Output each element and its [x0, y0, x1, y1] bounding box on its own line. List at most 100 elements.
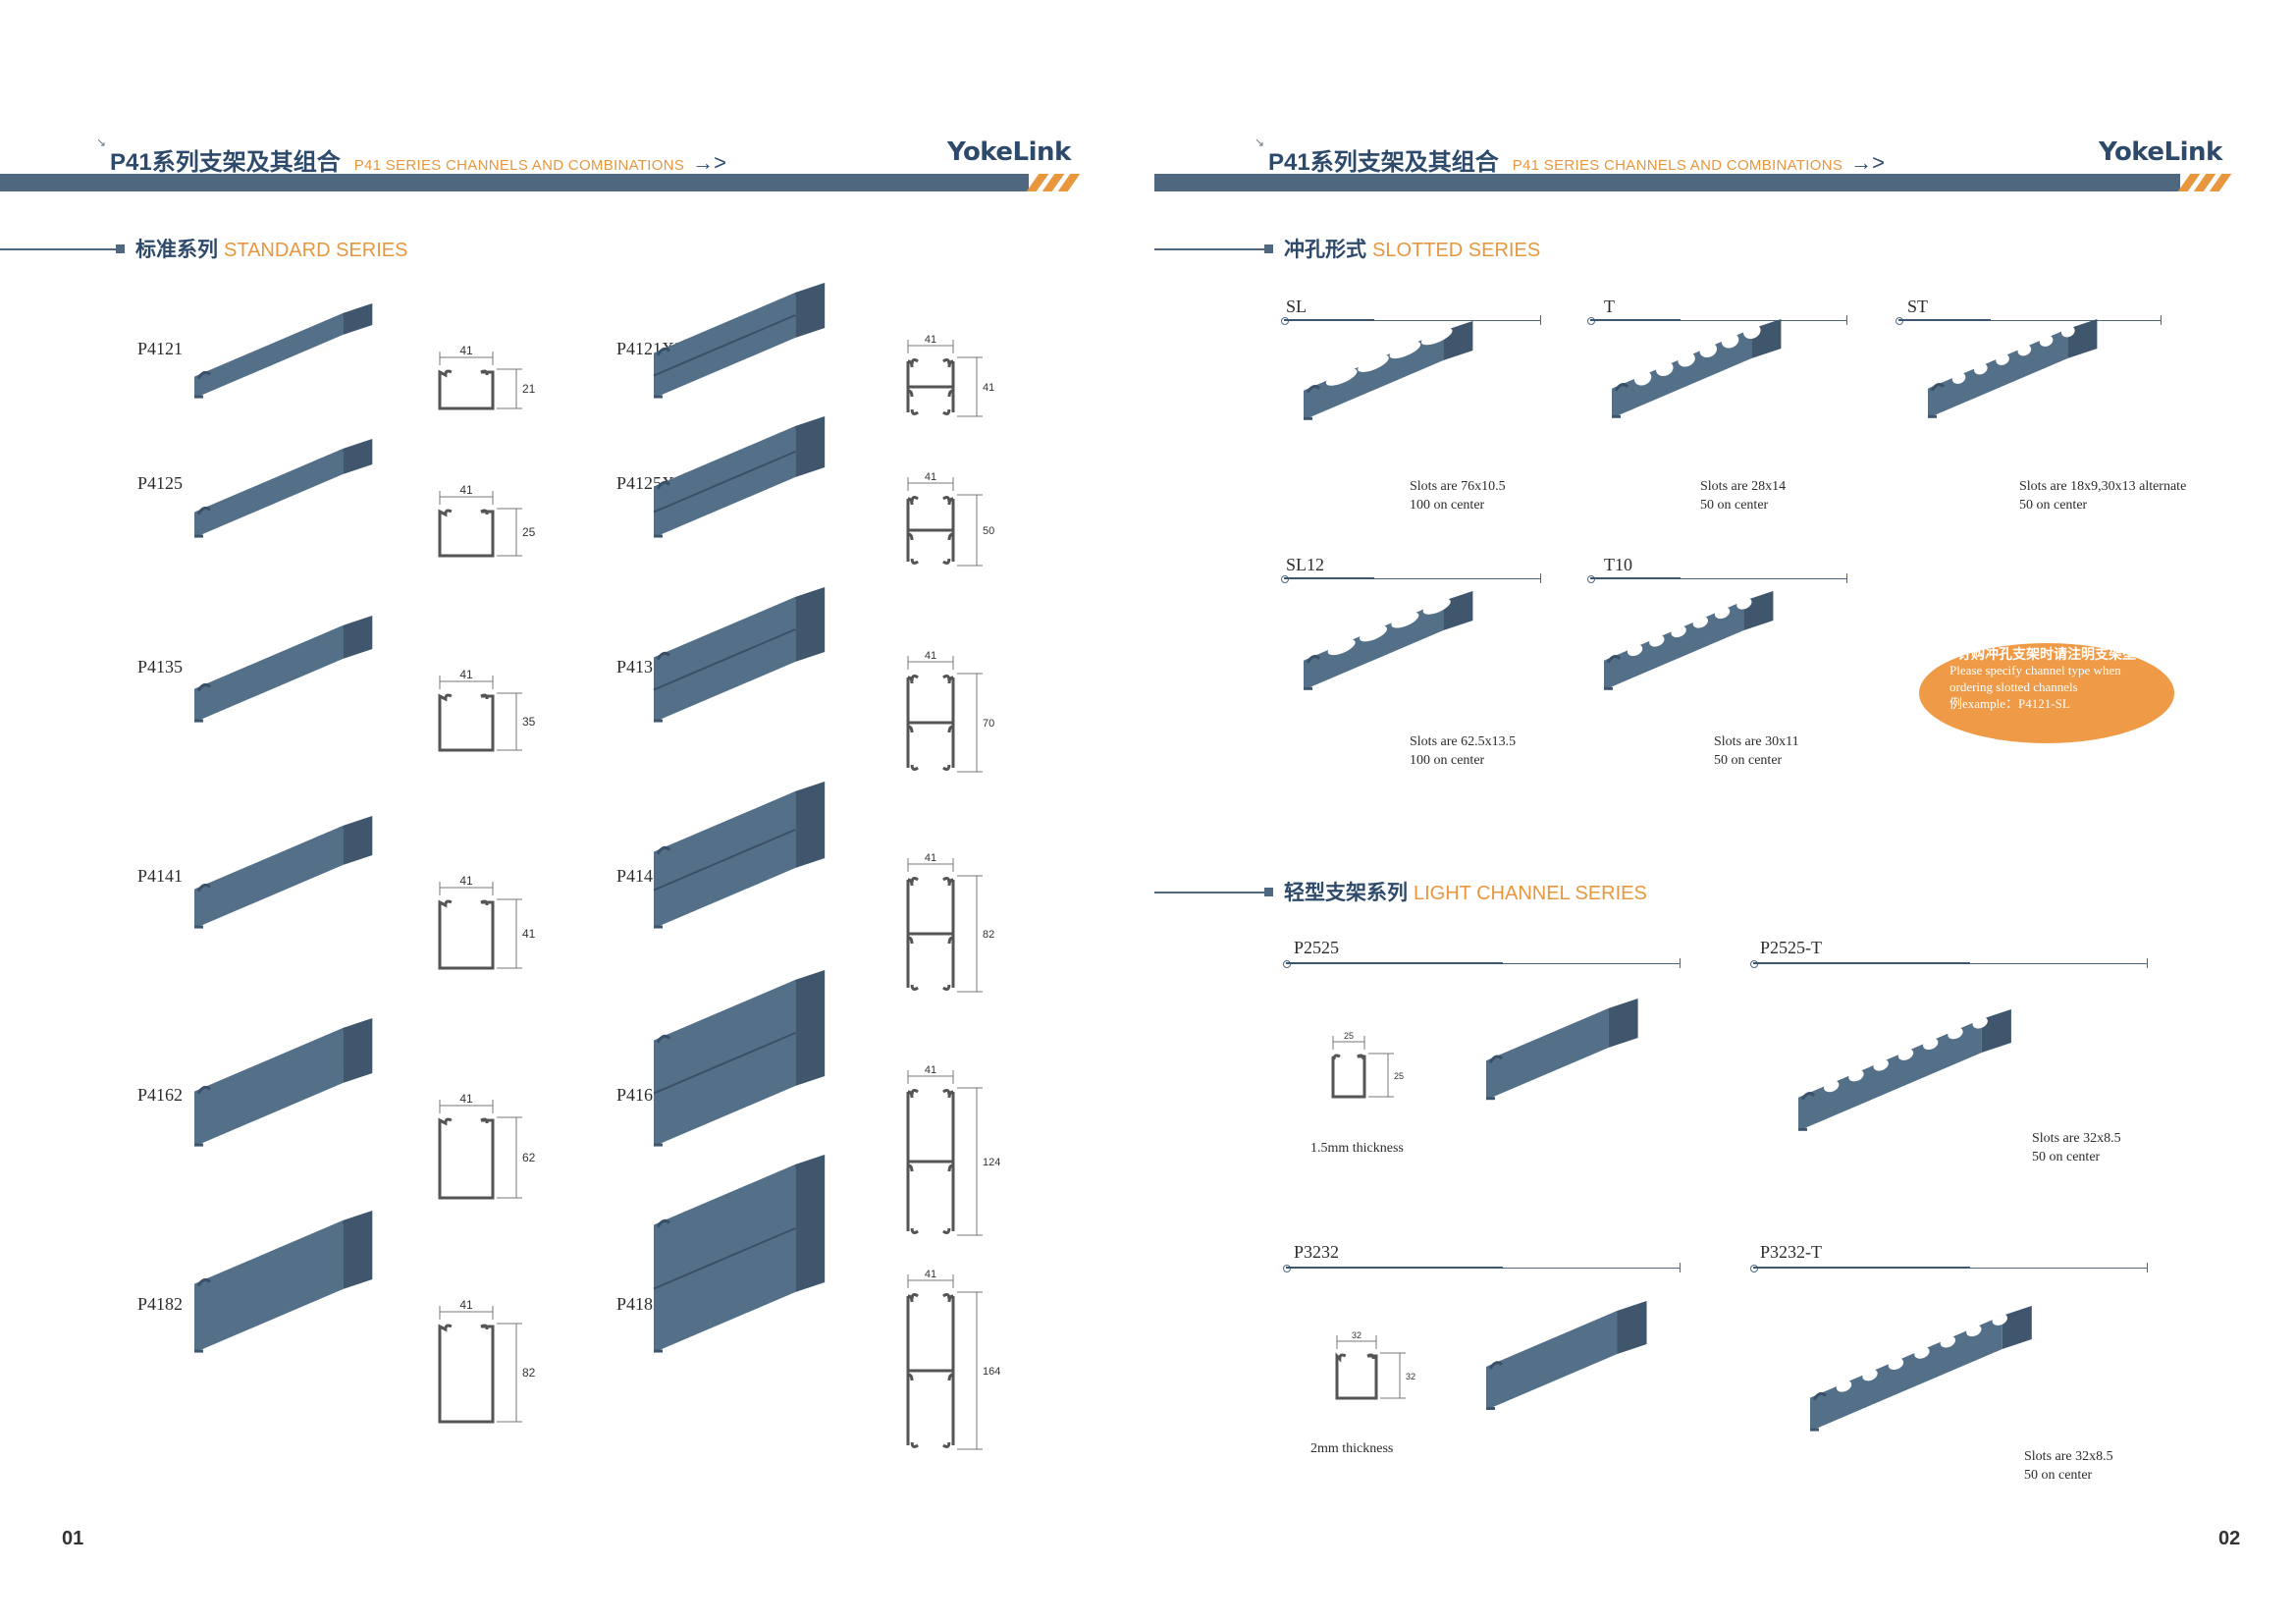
svg-text:124: 124 — [983, 1157, 1000, 1168]
svg-text:50: 50 — [983, 525, 994, 537]
profile-drawing: 41 62 — [438, 1092, 536, 1200]
page-right: ↘ P41系列支架及其组合 P41 SERIES CHANNELS AND COM… — [1148, 0, 2296, 1624]
product-label: P4121 — [137, 339, 184, 358]
label-underline-thick — [1898, 319, 1991, 321]
yokelink-logo: YokeLink — [947, 137, 1071, 167]
product-label: P4182 — [137, 1294, 184, 1314]
profile-drawing: 41 70 — [906, 650, 994, 773]
profile-drawing: 41 25 — [438, 483, 536, 558]
header-title-en: P41 SERIES CHANNELS AND COMBINATIONS — [353, 157, 685, 174]
header-bar — [0, 174, 1029, 191]
page-number: 02 — [2218, 1528, 2241, 1549]
page-number: 01 — [62, 1528, 84, 1549]
svg-text:25: 25 — [522, 525, 536, 539]
svg-text:62: 62 — [522, 1151, 536, 1164]
label-underline — [1896, 315, 2162, 325]
light-channel-illustration — [1810, 1306, 2032, 1432]
svg-text:41: 41 — [459, 1298, 473, 1312]
svg-text:41: 41 — [925, 1064, 936, 1076]
profile-drawing: 4141 — [438, 874, 536, 970]
light-spec-note: 1.5mm thickness — [1310, 1141, 1404, 1156]
profile-drawing: 25 25 — [1331, 1031, 1404, 1099]
channel-illustration — [194, 439, 373, 538]
channel-illustration — [194, 1211, 373, 1353]
channel-illustration — [653, 283, 826, 399]
channel-illustration — [653, 1155, 826, 1353]
profile-drawing: 4135 — [438, 668, 536, 752]
slotted-channel-illustration — [1612, 319, 1782, 418]
label-underline-thick — [1284, 577, 1374, 579]
svg-text:41: 41 — [459, 483, 473, 497]
label-underline-thick — [1286, 1267, 1504, 1269]
profile-drawing: 32 32 — [1335, 1330, 1415, 1400]
page-left: ↘ P41系列支架及其组合 P41 SERIES CHANNELS AND COM… — [0, 135, 1081, 1549]
product-label: P4141 — [137, 866, 184, 886]
channel-illustration — [194, 816, 373, 929]
slotted-type-label: ST — [1907, 297, 1929, 316]
channel-illustration — [194, 303, 373, 399]
section-marker — [1264, 888, 1273, 896]
svg-text:41: 41 — [925, 852, 936, 864]
svg-text:32: 32 — [1352, 1330, 1362, 1340]
label-underline — [1281, 573, 1541, 583]
label-underline-thick — [1753, 962, 1971, 964]
profile-drawing: 4182 — [906, 852, 994, 993]
section-marker — [1264, 244, 1273, 253]
channel-illustration — [653, 782, 826, 929]
label-underline — [1281, 315, 1541, 325]
light-channel-label: P3232 — [1294, 1242, 1340, 1262]
svg-text:41: 41 — [925, 1269, 936, 1280]
slot-spec-note: Slots are 62.5x13.5 100 on center — [1410, 734, 1517, 768]
page-header-title: P41系列支架及其组合 P41 SERIES CHANNELS AND COMBI… — [1268, 142, 1885, 177]
light-channel-label: P2525-T — [1760, 938, 1822, 957]
label-underline-thick — [1753, 1267, 1971, 1269]
label-underline-thick — [1590, 577, 1681, 579]
page-header-title: P41系列支架及其组合 P41 SERIES CHANNELS AND COMBI… — [110, 142, 726, 177]
svg-text:41: 41 — [983, 382, 994, 394]
profile-drawing: 41 164 — [906, 1269, 1000, 1450]
profile-drawing: 41 124 — [906, 1064, 1000, 1236]
channel-illustration — [653, 587, 826, 723]
svg-text:25: 25 — [1394, 1071, 1404, 1081]
callout-text-en: Please specify channel type when orderin… — [1949, 663, 2121, 711]
header-bar — [1154, 174, 2180, 191]
svg-text:70: 70 — [983, 718, 994, 730]
label-underline — [1587, 315, 1847, 325]
profile-drawing: 41 41 — [906, 334, 994, 417]
header-mark-icon: ↘ — [96, 135, 107, 149]
profile-drawing: 41 82 — [438, 1298, 536, 1424]
order-callout — [1919, 643, 2174, 743]
product-label: P4125 — [137, 473, 184, 493]
header-arrow-icon: →> — [692, 150, 726, 175]
header-title-cn: P41系列支架及其组合 — [110, 149, 341, 176]
header-title-en: P41 SERIES CHANNELS AND COMBINATIONS — [1512, 157, 1843, 174]
svg-text:41: 41 — [459, 1092, 473, 1106]
label-underline-thick — [1286, 962, 1504, 964]
header-title-cn: P41系列支架及其组合 — [1268, 149, 1499, 176]
channel-illustration — [653, 416, 826, 538]
product-label: P4135 — [137, 657, 184, 677]
header-mark-icon: ↘ — [1255, 135, 1265, 149]
light-channel-label: P2525 — [1294, 938, 1340, 957]
slotted-type-label: SL12 — [1286, 555, 1325, 574]
product-label: P4162 — [137, 1085, 184, 1105]
light-spec-note: Slots are 32x8.5 50 on center — [2024, 1449, 2113, 1483]
label-underline-thick — [1590, 319, 1681, 321]
svg-text:41: 41 — [925, 650, 936, 662]
svg-text:41: 41 — [925, 334, 936, 346]
slot-spec-note: Slots are 76x10.5 100 on center — [1410, 479, 1506, 513]
svg-text:32: 32 — [1406, 1372, 1415, 1381]
svg-text:82: 82 — [522, 1366, 536, 1380]
svg-text:25: 25 — [1344, 1031, 1354, 1041]
slotted-type-label: T10 — [1604, 555, 1632, 574]
light-channel-illustration — [1486, 1301, 1647, 1410]
light-channel-illustration — [1486, 998, 1638, 1100]
svg-text:164: 164 — [983, 1366, 1000, 1378]
light-channel-label: P3232-T — [1760, 1242, 1822, 1262]
slot-spec-note: Slots are 30x11 50 on center — [1714, 734, 1799, 768]
slotted-channel-illustration — [1604, 591, 1774, 690]
slot-spec-note: Slots are 18x9,30x13 alternate 50 on cen… — [2019, 479, 2187, 513]
svg-text:41: 41 — [925, 471, 936, 483]
